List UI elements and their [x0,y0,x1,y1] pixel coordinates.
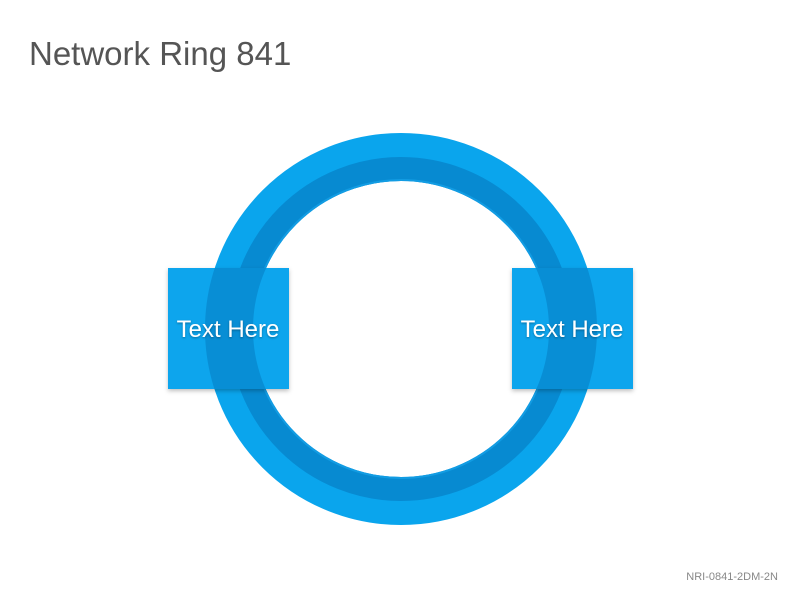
node-left: Text Here [168,268,289,389]
node-right: Text Here [512,268,633,389]
page-title: Network Ring 841 [29,35,292,72]
node-left-label: Text Here [177,316,280,343]
ring-inner-highlight [251,179,551,479]
footer-code: NRI-0841-2DM-2N [686,571,778,583]
node-right-label: Text Here [521,316,624,343]
